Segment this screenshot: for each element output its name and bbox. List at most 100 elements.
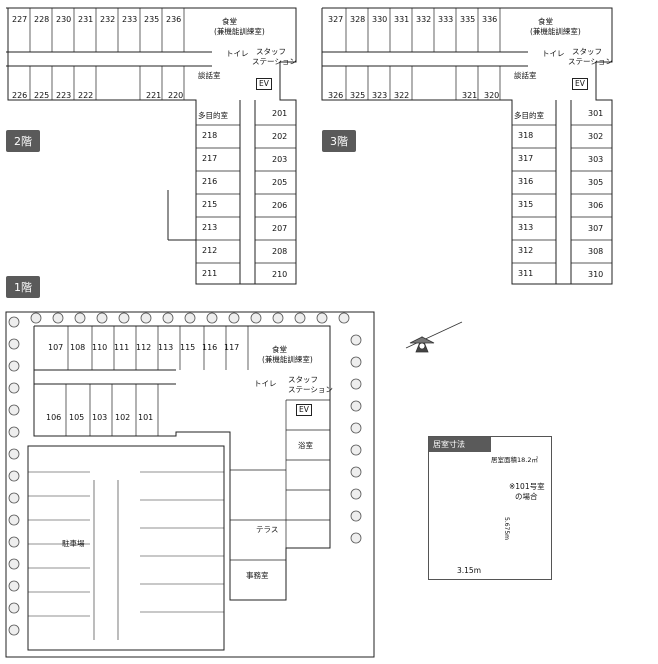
tree-icon: [250, 312, 262, 324]
room-number: 331: [394, 15, 410, 24]
station-label: ステーション: [568, 57, 613, 66]
room-number: 210: [272, 270, 288, 279]
legend-note2: の場合: [515, 492, 538, 501]
room-number: 235: [144, 15, 160, 24]
floor-tag-2f: 2階: [6, 130, 40, 152]
tree-icon: [8, 514, 20, 526]
tree-icon: [350, 378, 362, 390]
room-number: 116: [202, 343, 218, 352]
room-number: 322: [394, 91, 410, 100]
tree-icon: [184, 312, 196, 324]
room-number: 225: [34, 91, 50, 100]
tree-icon: [8, 624, 20, 636]
room-dimension-legend: 居室寸法 居室面積18.2㎡ ※101号室 の場合 3.15m 5.675m: [428, 436, 552, 580]
tree-icon: [316, 312, 328, 324]
room-number: 306: [588, 201, 604, 210]
room-number: 321: [462, 91, 478, 100]
tree-icon: [350, 532, 362, 544]
room-number: 301: [588, 109, 604, 118]
bath-label: 浴室: [298, 441, 313, 450]
tree-icon: [272, 312, 284, 324]
terrace-label: テラス: [256, 525, 279, 534]
room-number: 227: [12, 15, 28, 24]
legend-area: 居室面積18.2㎡: [491, 456, 538, 464]
legend-width: 3.15m: [457, 566, 482, 575]
room-number: 313: [518, 223, 534, 232]
toilet-label: トイレ: [226, 49, 249, 58]
room-number: 203: [272, 155, 288, 164]
room-number: 111: [114, 343, 130, 352]
tree-icon: [350, 466, 362, 478]
tree-icon: [350, 488, 362, 500]
tree-icon: [294, 312, 306, 324]
toilet-label: トイレ: [254, 379, 277, 388]
room-number: 117: [224, 343, 240, 352]
room-number: 302: [588, 132, 604, 141]
room-number: 312: [518, 246, 534, 255]
ev-label: EV: [296, 404, 312, 416]
room-number: 211: [202, 269, 218, 278]
room-number: 215: [202, 200, 218, 209]
legend-title: 居室寸法: [429, 437, 491, 452]
tree-icon: [74, 312, 86, 324]
tree-icon: [8, 448, 20, 460]
room-number: 233: [122, 15, 138, 24]
tree-icon: [8, 492, 20, 504]
room-number: 206: [272, 201, 288, 210]
room-number: 333: [438, 15, 454, 24]
tree-icon: [96, 312, 108, 324]
room-number: 330: [372, 15, 388, 24]
room-number: 107: [48, 343, 64, 352]
staff-label: スタッフ: [256, 47, 286, 56]
tree-icon: [350, 400, 362, 412]
dining-label: 食堂: [222, 17, 237, 26]
compass-rose: [405, 321, 463, 353]
tree-icon: [350, 356, 362, 368]
tree-icon: [8, 580, 20, 592]
tree-icon: [8, 558, 20, 570]
toilet-label: トイレ: [542, 49, 565, 58]
floor-tag-3f: 3階: [322, 130, 356, 152]
room-number: 220: [168, 91, 184, 100]
room-number: 231: [78, 15, 94, 24]
tree-icon: [8, 426, 20, 438]
room-number: 110: [92, 343, 108, 352]
room-number: 102: [115, 413, 131, 422]
room-number: 336: [482, 15, 498, 24]
tree-icon: [206, 312, 218, 324]
dining-label: 食堂: [538, 17, 553, 26]
room-number: 228: [34, 15, 50, 24]
room-number: 223: [56, 91, 72, 100]
room-number: 103: [92, 413, 108, 422]
room-number: 113: [158, 343, 174, 352]
legend-note: ※101号室: [509, 482, 545, 491]
room-number: 232: [100, 15, 116, 24]
room-number: 216: [202, 177, 218, 186]
tree-icon: [8, 316, 20, 328]
room-number: 106: [46, 413, 62, 422]
room-number: 320: [484, 91, 500, 100]
room-number: 335: [460, 15, 476, 24]
room-number: 315: [518, 200, 534, 209]
floor-tag-1f: 1階: [6, 276, 40, 298]
room-number: 311: [518, 269, 534, 278]
tree-icon: [8, 404, 20, 416]
room-number: 217: [202, 154, 218, 163]
room-number: 317: [518, 154, 534, 163]
office-label: 事務室: [246, 571, 269, 580]
tree-icon: [118, 312, 130, 324]
tree-icon: [350, 334, 362, 346]
staff-label: スタッフ: [288, 375, 318, 384]
tree-icon: [338, 312, 350, 324]
tree-icon: [228, 312, 240, 324]
room-number: 316: [518, 177, 534, 186]
room-number: 226: [12, 91, 28, 100]
tree-icon: [8, 536, 20, 548]
room-number: 230: [56, 15, 72, 24]
room-number: 325: [350, 91, 366, 100]
tree-icon: [350, 444, 362, 456]
tree-icon: [8, 382, 20, 394]
room-number: 305: [588, 178, 604, 187]
room-number: 108: [70, 343, 86, 352]
room-number: 112: [136, 343, 152, 352]
